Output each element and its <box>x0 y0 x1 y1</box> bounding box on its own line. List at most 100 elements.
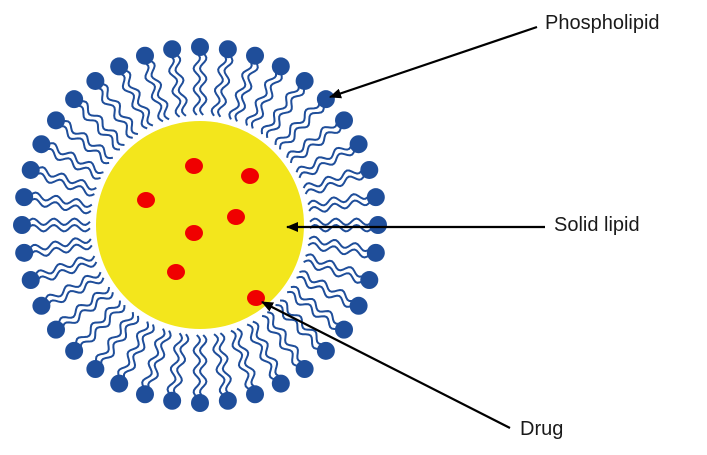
phospholipid-tail <box>290 285 342 325</box>
phospholipid-tail <box>309 217 373 227</box>
phospholipid-head <box>335 111 354 130</box>
phospholipid-molecule <box>65 300 126 360</box>
phospholipid-tail <box>218 332 232 396</box>
drug-molecule <box>167 264 185 280</box>
phospholipid-head <box>349 135 368 154</box>
phospholipid-tail <box>192 52 202 116</box>
phospholipid-tail <box>230 329 251 391</box>
drug-molecules <box>137 158 265 306</box>
phospholipid-head <box>13 216 31 234</box>
phospholipid-molecule <box>21 255 98 290</box>
phospholipid-tail <box>308 199 372 213</box>
phospholipid-tail <box>198 334 208 398</box>
phospholipid-tail <box>101 82 139 136</box>
phospholipid-head <box>86 71 105 90</box>
phospholipid-head <box>110 374 129 393</box>
phospholipid-tail <box>210 54 228 117</box>
phospholipid-head <box>21 271 40 290</box>
phospholipid-tail <box>29 243 93 257</box>
label-arrows <box>261 25 545 429</box>
phospholipid-tail <box>305 253 365 278</box>
phospholipid-tail <box>308 235 371 253</box>
phospholipid-molecule <box>32 271 105 315</box>
phospholipid-tail <box>307 193 371 207</box>
phospholipid-head <box>163 391 182 410</box>
phospholipid-head <box>21 160 40 179</box>
phospholipid-head <box>349 296 368 315</box>
phospholipid-tail <box>279 105 325 150</box>
phospholipid-tail <box>303 259 363 284</box>
phospholipid-molecule <box>46 286 114 339</box>
phospholipid-tail <box>27 217 91 227</box>
phospholipid-molecule <box>86 71 139 139</box>
phospholipid-tail <box>58 125 110 165</box>
phospholipid-molecule <box>260 71 314 138</box>
phospholipid-tail <box>212 333 226 397</box>
phospholipid-head <box>369 216 387 234</box>
phospholipid-molecule <box>261 311 314 379</box>
phospholipid-tail <box>118 72 148 130</box>
phospholipid-arrow <box>329 25 538 99</box>
phospholipid-head <box>191 394 209 412</box>
phospholipid-tail <box>117 321 149 378</box>
phospholipid-tail <box>289 126 343 164</box>
phospholipid-head <box>360 160 379 179</box>
phospholipid-tail <box>251 72 283 129</box>
phospholipid-tail <box>267 311 304 364</box>
phospholipid-molecule <box>86 312 140 379</box>
phospholipid-tail <box>76 104 121 151</box>
phospholipid-molecule <box>212 332 237 410</box>
phospholipid-tail <box>302 168 364 189</box>
phospholipid-head <box>191 38 209 56</box>
phospholipid-head <box>366 243 385 262</box>
phospholipid-head <box>316 90 335 109</box>
phospholipid-molecule <box>302 160 379 195</box>
phospholipid-head <box>135 46 154 65</box>
phospholipid-molecule <box>228 46 265 122</box>
phospholipid-head <box>360 271 379 290</box>
phospholipid-tail <box>261 314 299 368</box>
phospholipid-head <box>218 391 237 410</box>
phospholipid-molecule <box>303 253 379 290</box>
phospholipid-tail <box>234 62 259 122</box>
phospholipid-tail <box>286 121 339 158</box>
phospholipid-tail <box>34 255 96 276</box>
drug-molecule <box>227 209 245 225</box>
phospholipid-head <box>295 71 314 90</box>
phospholipid-molecule <box>287 285 354 339</box>
phospholipid-head <box>246 385 265 404</box>
phospholipid-molecule <box>65 90 125 151</box>
phospholipid-head <box>15 188 34 207</box>
drug-molecule <box>241 168 259 184</box>
phospholipid-tail <box>141 328 166 388</box>
phospholipid-molecule <box>309 216 387 234</box>
phospholipid-head <box>32 135 51 154</box>
phospholipid-tail <box>79 304 126 349</box>
phospholipid-head <box>110 57 129 76</box>
drug-arrow <box>261 301 511 429</box>
solid-lipid-core <box>96 121 304 329</box>
phospholipid-molecule <box>210 40 237 118</box>
phospholipid-tail <box>149 59 170 121</box>
phospholipid-molecule <box>286 111 354 164</box>
phospholipid-tail <box>80 100 125 146</box>
phospholipid-tail <box>245 70 278 126</box>
phospholipid-tail <box>57 286 111 324</box>
phospholipid-tail <box>143 61 164 123</box>
phospholipid-head <box>295 360 314 379</box>
phospholipid-head <box>46 111 65 130</box>
phospholipid-head <box>32 296 51 315</box>
phospholipid-molecule <box>246 320 290 393</box>
phospholipid-molecule <box>295 135 368 179</box>
phospholipid-head <box>246 46 265 65</box>
solid-lipid-label: Solid lipid <box>554 214 640 236</box>
phospholipid-tail <box>298 149 356 179</box>
phospholipid-tail <box>287 290 338 331</box>
phospholipid-head <box>271 374 290 393</box>
phospholipid-molecule <box>110 57 154 130</box>
phospholipid-tail <box>36 261 98 282</box>
phospholipid-tail <box>274 101 321 146</box>
phospholipid-head <box>65 341 84 360</box>
phospholipid-molecule <box>135 328 172 404</box>
phospholipid-head <box>271 57 290 76</box>
